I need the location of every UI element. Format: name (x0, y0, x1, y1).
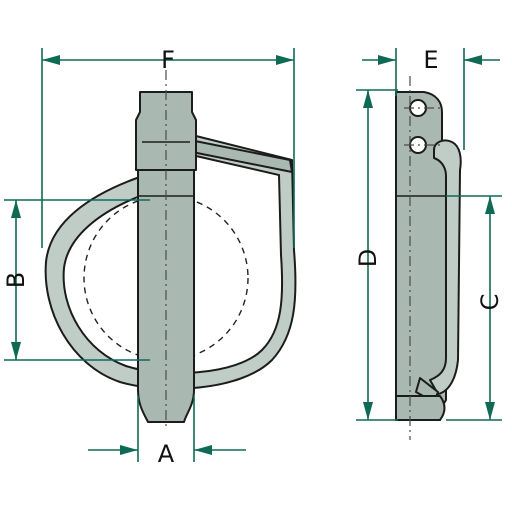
dimension-B: B (2, 199, 150, 361)
dimension-label-C: C (476, 294, 504, 311)
dimension-E: E (362, 46, 500, 150)
dimension-label-A: A (158, 440, 175, 468)
side-tip (395, 395, 446, 421)
side-clip-arm (429, 139, 462, 395)
dimension-D: D (354, 89, 398, 421)
dimension-label-B: B (2, 272, 30, 288)
dimension-label-D: D (354, 249, 382, 267)
dimension-F: F (41, 46, 295, 248)
dimension-C: C (446, 195, 504, 421)
dimension-label-F: F (161, 46, 175, 74)
dimension-label-E: E (423, 46, 438, 74)
dimension-A: A (88, 396, 246, 468)
side-view (395, 76, 462, 440)
front-view (44, 70, 297, 430)
